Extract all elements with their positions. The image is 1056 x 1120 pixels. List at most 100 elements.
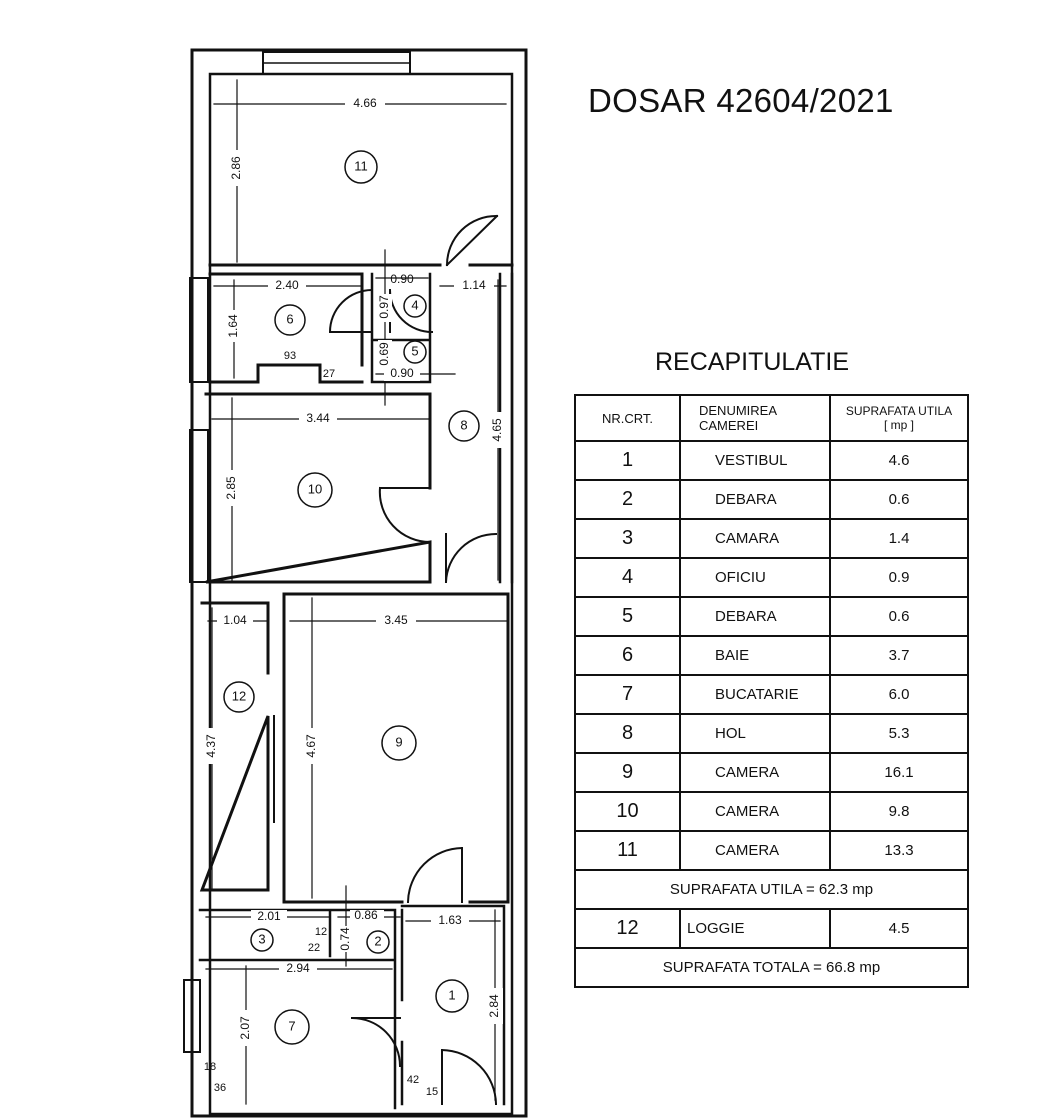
row-area: 16.1 [829,752,969,793]
row-name: BUCATARIE [679,674,831,715]
row-nr: 11 [574,830,681,871]
summary-header-row: NR.CRT. DENUMIREA CAMEREI SUPRAFATA UTIL… [574,394,969,442]
grand-total: SUPRAFATA TOTALA = 66.8 mp [574,947,969,988]
row-nr: 3 [574,518,681,559]
header-area-line1: SUPRAFATA UTILA [845,404,953,418]
dim-6-notch-depth: 27 [323,368,335,380]
row-nr: 4 [574,557,681,598]
dim-4-height: 0.97 [377,295,391,319]
row-name: BAIE [679,635,831,676]
dim-11-width: 4.66 [353,96,377,110]
row-name: HOL [679,713,831,754]
room-label-2: 2 [374,933,381,948]
wall-room-10 [204,392,432,584]
header-name-line1: DENUMIREA [699,403,778,418]
dim-7-width: 2.94 [286,961,310,975]
row-name: CAMERA [679,752,831,793]
door-8 [444,532,498,584]
room-label-1: 1 [448,987,455,1002]
row-area: 1.4 [829,518,969,559]
row-name: DEBARA [679,596,831,637]
row-area: 3.7 [829,635,969,676]
door-6 [328,288,374,334]
row-area: 0.6 [829,479,969,520]
door-11 [445,214,499,267]
header-area: SUPRAFATA UTILA [ mp ] [829,394,969,442]
row-area: 0.9 [829,557,969,598]
dim-3-notch-b: 22 [308,942,320,954]
row-nr: 5 [574,596,681,637]
window-left-7 [183,979,201,1053]
floor-plan: 11 6 4 5 8 10 12 9 3 2 7 1 4.66 2.86 2.4… [183,48,528,1118]
dim-7-height: 2.07 [238,1016,252,1040]
room-label-8: 8 [460,417,467,432]
dim-1-corner-b: 15 [426,1086,438,1098]
room-label-11: 11 [354,158,368,173]
dim-5-width: 0.90 [390,366,414,380]
loggia-nr: 12 [574,908,681,949]
dim-10-height: 2.85 [224,476,238,500]
useful-total: SUPRAFATA UTILA = 62.3 mp [574,869,969,910]
dim-11-height: 2.86 [229,156,243,180]
row-area: 13.3 [829,830,969,871]
header-area-line2: [ mp ] [883,418,914,432]
room-label-7: 7 [288,1018,295,1033]
wall-room-1 [400,904,506,1106]
row-area: 9.8 [829,791,969,832]
loggia-name: LOGGIE [679,908,831,949]
dim-1-corner-a: 42 [407,1074,419,1086]
row-name: OFICIU [679,557,831,598]
room-label-6: 6 [286,311,293,326]
dim-6-width: 2.40 [275,278,299,292]
row-name: CAMERA [679,791,831,832]
dim-9-height: 4.67 [304,734,318,758]
wall-room-9 [282,592,510,904]
dim-1-height: 2.84 [487,994,501,1018]
row-nr: 2 [574,479,681,520]
header-name: DENUMIREA CAMEREI [679,394,831,442]
dim-3-width: 2.01 [257,909,281,923]
document-title: DOSAR 42604/2021 [588,82,894,119]
dimension-lines [205,79,507,1105]
dim-4-width: 0.90 [390,272,414,286]
dim-8-height: 4.65 [490,418,504,442]
dim-9-width: 3.45 [384,613,408,627]
door-7 [350,1016,402,1068]
row-area: 6.0 [829,674,969,715]
dim-12-height: 4.37 [204,734,218,758]
window-left-10 [189,429,209,583]
row-nr: 9 [574,752,681,793]
dim-2-width: 0.86 [354,908,378,922]
dim-5-height: 0.69 [377,342,391,366]
wall-room-6 [208,272,364,384]
wall-bottom-rooms [198,908,404,1110]
dim-7-corner-b: 36 [214,1082,226,1094]
row-nr: 10 [574,791,681,832]
dim-6-height: 1.64 [226,314,240,338]
dim-12-width: 1.04 [223,613,247,627]
room-label-10: 10 [308,481,322,496]
dim-1-width: 1.63 [438,913,462,927]
header-nr: NR.CRT. [574,394,681,442]
summary-table: NR.CRT. DENUMIREA CAMEREI SUPRAFATA UTIL… [574,394,969,988]
row-area: 4.6 [829,440,969,481]
dim-3-notch-a: 12 [315,926,327,938]
row-area: 5.3 [829,713,969,754]
row-nr: 1 [574,440,681,481]
dim-7-corner-a: 18 [204,1061,216,1073]
room-label-4: 4 [411,297,418,312]
wall-room-12 [199,601,270,892]
useful-total-row: SUPRAFATA UTILA = 62.3 mp [574,869,969,910]
room-label-5: 5 [411,343,418,358]
dim-6-notch-width: 93 [284,350,296,362]
loggia-area: 4.5 [829,908,969,949]
row-nr: 8 [574,713,681,754]
